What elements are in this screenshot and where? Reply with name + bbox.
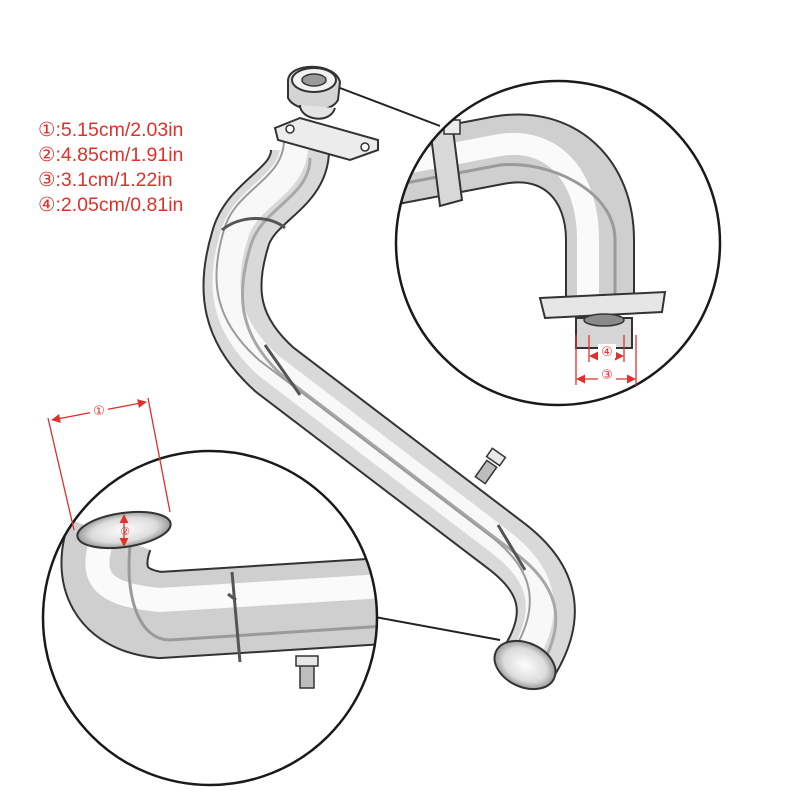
dimension-label-outlet-outer: ③	[601, 368, 613, 383]
spec-marker: ③	[38, 169, 56, 191]
outlet-flange	[273, 116, 379, 162]
dimension-label-outlet-inner: ④	[601, 345, 613, 360]
spec-row-4: ④:2.05cm/0.81in	[38, 193, 183, 218]
spec-value: :3.1cm/1.22in	[55, 169, 173, 191]
zoom-circle-outlet: ④ ③	[394, 79, 722, 407]
mounting-bolt	[474, 447, 507, 485]
spec-marker: ①	[38, 119, 56, 141]
weld-seam	[496, 524, 527, 571]
spec-list: ①:5.15cm/2.03in ②:4.85cm/1.91in ③:3.1cm/…	[38, 118, 183, 218]
spec-marker: ④	[38, 194, 56, 216]
spec-marker: ②	[38, 144, 56, 166]
spec-value: :4.85cm/1.91in	[55, 144, 184, 166]
dimension-label-inlet-height: ②	[120, 525, 130, 538]
weld-seam	[221, 217, 286, 232]
dimension-label-inlet-width: ①	[93, 404, 105, 419]
main-pipe	[202, 65, 576, 691]
spec-value: :2.05cm/0.81in	[55, 194, 184, 216]
spec-row-1: ①:5.15cm/2.03in	[38, 118, 183, 143]
outlet-clamp	[287, 65, 342, 120]
zoom-circle-inlet: ① ②	[41, 397, 379, 787]
callout-line-top	[339, 87, 441, 127]
pipe-inlet-opening	[493, 639, 557, 691]
spec-row-3: ③:3.1cm/1.22in	[38, 168, 183, 193]
spec-row-2: ②:4.85cm/1.91in	[38, 143, 183, 168]
spec-value: :5.15cm/2.03in	[55, 119, 184, 141]
callout-line-bottom	[374, 616, 501, 641]
weld-seam	[263, 344, 302, 396]
